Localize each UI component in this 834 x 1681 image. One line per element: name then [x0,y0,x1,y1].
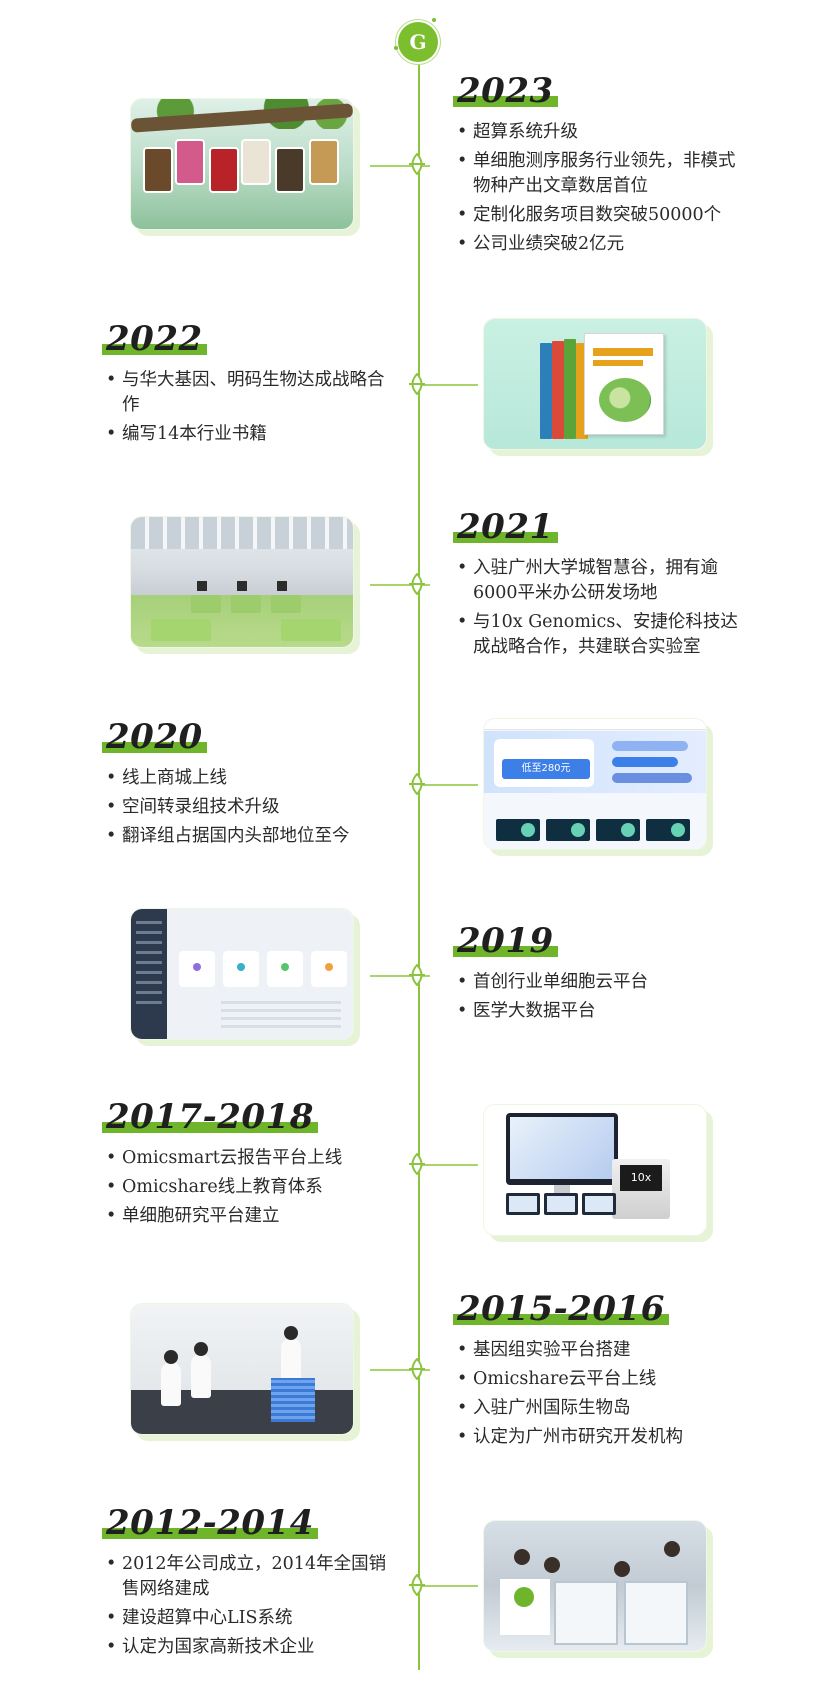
milestone-list: 入驻广州大学城智慧谷，拥有逾6000平米办公研发场地 与10x Genomics… [457,556,742,664]
milestone-list: 2012年公司成立，2014年全国销售网络建成 建设超算中心LIS系统 认定为国… [106,1552,396,1664]
instrument-label: 10x [620,1165,662,1191]
sparkle-icon [394,46,398,50]
timeline-node-icon [408,573,426,595]
photo-2017-platform-devices: 10x [483,1104,707,1236]
list-item: 空间转录组技术升级 [106,795,396,820]
list-item: 翻译组占据国内头部地位至今 [106,824,396,849]
list-item: 单细胞测序服务行业领先，非模式物种产出文章数居首位 [457,149,737,199]
year-heading: 2023 [453,72,558,110]
list-item: 认定为国家高新技术企业 [106,1635,396,1660]
photo-2015-laboratory [130,1303,354,1435]
photo-2023-plants [130,98,354,230]
list-item: Omicshare线上教育体系 [106,1175,396,1200]
timeline-node-icon [408,773,426,795]
timeline-node-icon [408,153,426,175]
list-item: 入驻广州国际生物岛 [457,1396,742,1421]
milestone-list: 基因组实验平台搭建 Omicshare云平台上线 入驻广州国际生物岛 认定为广州… [457,1338,742,1454]
list-item: 超算系统升级 [457,120,737,145]
year-heading: 2022 [102,320,207,358]
year-heading: 2015-2016 [453,1290,669,1328]
list-item: 定制化服务项目数突破50000个 [457,203,737,228]
year-heading: 2021 [453,508,558,546]
connector-line [370,1369,430,1371]
list-item: 建设超算中心LIS系统 [106,1606,396,1631]
list-item: 与华大基因、明码生物达成战略合作 [106,368,386,418]
milestone-list: Omicsmart云报告平台上线 Omicshare线上教育体系 单细胞研究平台… [106,1146,396,1233]
screenshot-2020-webstore: 低至280元 [483,718,707,850]
milestone-list: 线上商城上线 空间转录组技术升级 翻译组占据国内头部地位至今 [106,766,396,853]
timeline-node-icon [408,964,426,986]
list-item: 编写14本行业书籍 [106,422,386,447]
list-item: 入驻广州大学城智慧谷，拥有逾6000平米办公研发场地 [457,556,742,606]
milestone-list: 超算系统升级 单细胞测序服务行业领先，非模式物种产出文章数居首位 定制化服务项目… [457,120,737,261]
connector-line [418,784,478,786]
screenshot-2019-cloud-platform [130,908,354,1040]
year-heading: 2012-2014 [102,1504,318,1542]
connector-line [370,165,430,167]
year-heading: 2020 [102,718,207,756]
list-item: 单细胞研究平台建立 [106,1204,396,1229]
photo-2022-books [483,318,707,450]
timeline-node-icon [408,1358,426,1380]
list-item: Omicsmart云报告平台上线 [106,1146,396,1171]
list-item: 基因组实验平台搭建 [457,1338,742,1363]
list-item: 线上商城上线 [106,766,396,791]
connector-line [370,584,430,586]
gene-globe-icon: G [398,22,438,62]
connector-line [418,1164,478,1166]
timeline-node-icon [408,1574,426,1596]
photo-2012-early-office [483,1520,707,1652]
sparkle-icon [432,18,436,22]
milestone-list: 首创行业单细胞云平台 医学大数据平台 [457,970,742,1028]
photo-2021-office [130,516,354,648]
timeline-axis [418,50,420,1670]
list-item: 与10x Genomics、安捷伦科技达成战略合作，共建联合实验室 [457,610,742,660]
list-item: 公司业绩突破2亿元 [457,232,737,257]
connector-line [418,1585,478,1587]
connector-line [418,384,478,386]
list-item: 医学大数据平台 [457,999,742,1024]
list-item: 认定为广州市研究开发机构 [457,1425,742,1450]
year-heading: 2017-2018 [102,1098,318,1136]
list-item: Omicshare云平台上线 [457,1367,742,1392]
list-item: 2012年公司成立，2014年全国销售网络建成 [106,1552,396,1602]
year-heading: 2019 [453,922,558,960]
milestone-list: 与华大基因、明码生物达成战略合作 编写14本行业书籍 [106,368,386,451]
timeline-node-icon [408,373,426,395]
timeline-node-icon [408,1153,426,1175]
connector-line [370,975,430,977]
price-banner: 低至280元 [502,759,590,779]
list-item: 首创行业单细胞云平台 [457,970,742,995]
